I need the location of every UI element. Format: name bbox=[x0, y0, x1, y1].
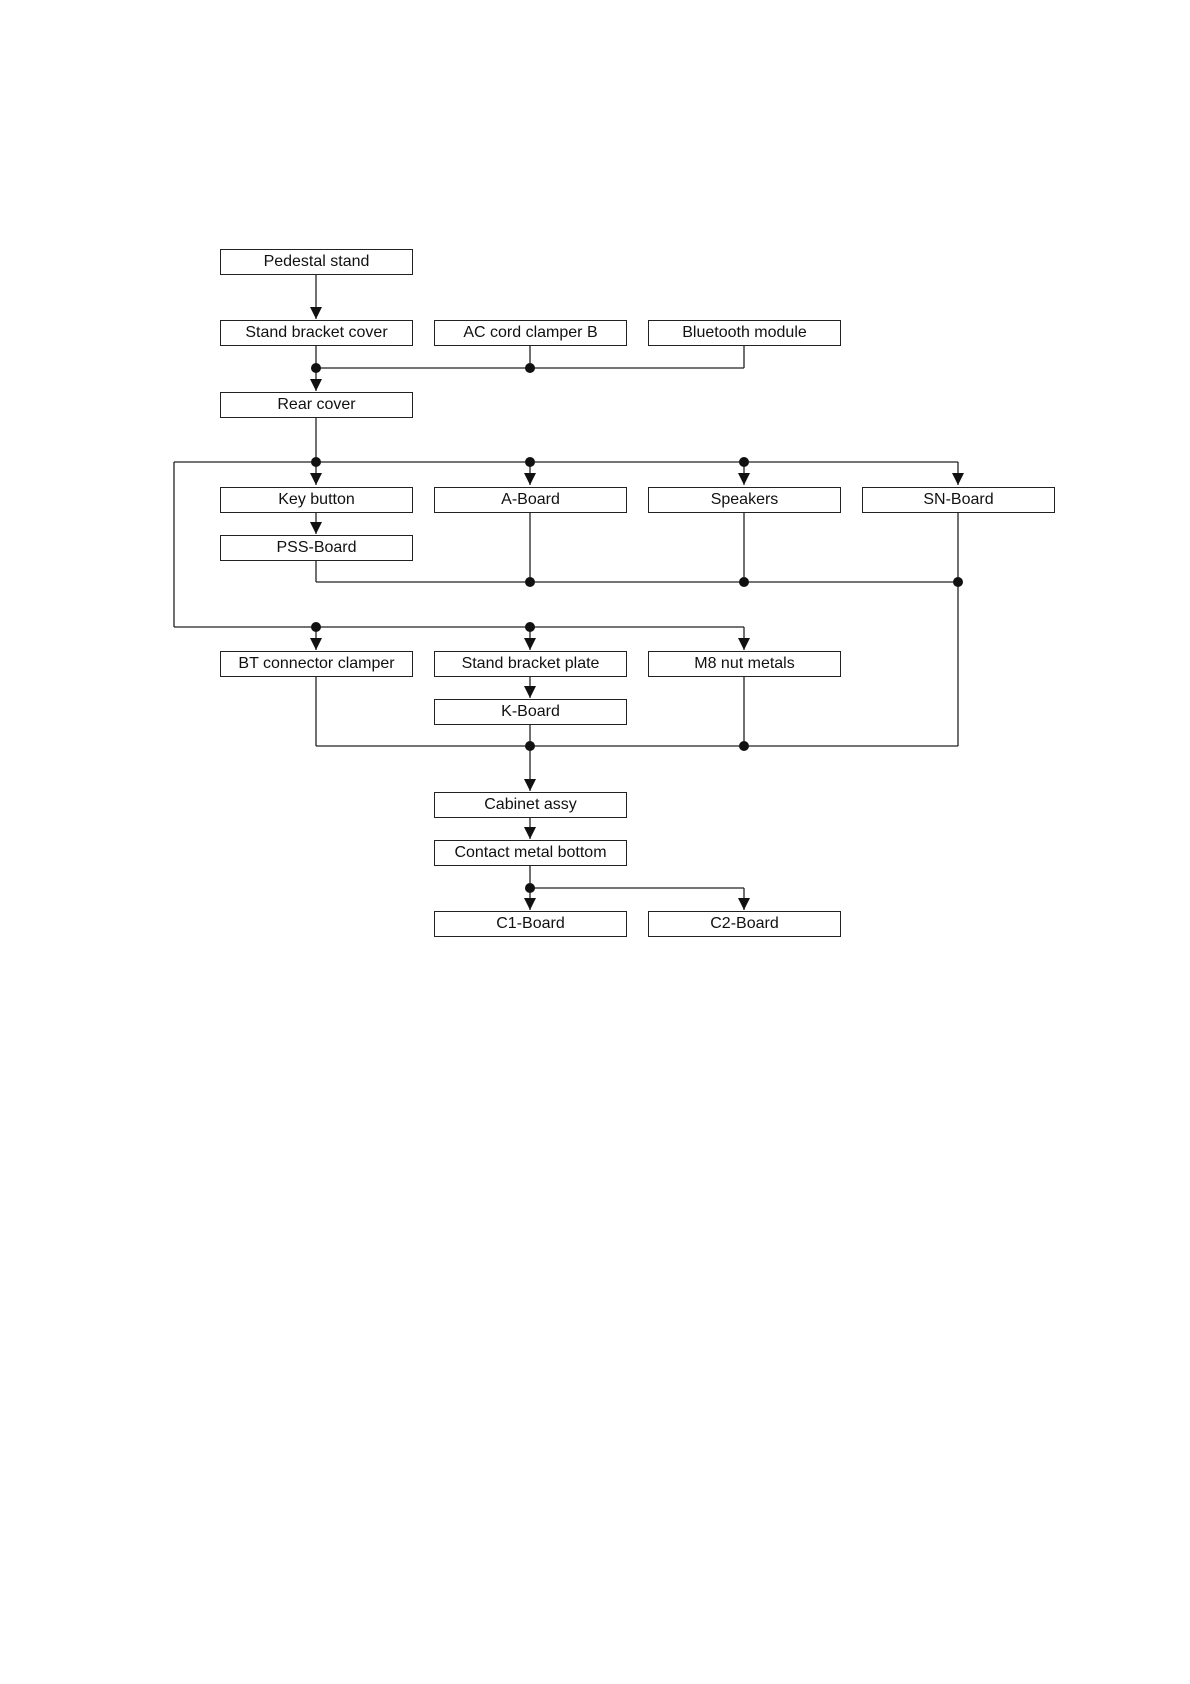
junction-dot bbox=[311, 457, 321, 467]
node-ac-cord-clamper-b: AC cord clamper B bbox=[434, 320, 627, 346]
node-a-board: A-Board bbox=[434, 487, 627, 513]
junction-dot bbox=[525, 363, 535, 373]
junction-dot bbox=[311, 622, 321, 632]
node-cabinet-assy: Cabinet assy bbox=[434, 792, 627, 818]
node-contact-metal-bottom: Contact metal bottom bbox=[434, 840, 627, 866]
junction-dot bbox=[953, 577, 963, 587]
node-stand-bracket-plate: Stand bracket plate bbox=[434, 651, 627, 677]
junction-dot bbox=[739, 457, 749, 467]
node-bluetooth-module: Bluetooth module bbox=[648, 320, 841, 346]
node-c2-board: C2-Board bbox=[648, 911, 841, 937]
node-stand-bracket-cover: Stand bracket cover bbox=[220, 320, 413, 346]
junction-dot bbox=[739, 741, 749, 751]
node-rear-cover: Rear cover bbox=[220, 392, 413, 418]
node-key-button: Key button bbox=[220, 487, 413, 513]
junction-dot bbox=[525, 577, 535, 587]
node-speakers: Speakers bbox=[648, 487, 841, 513]
node-bt-connector-clamper: BT connector clamper bbox=[220, 651, 413, 677]
node-k-board: K-Board bbox=[434, 699, 627, 725]
junction-dot bbox=[525, 457, 535, 467]
node-m8-nut-metals: M8 nut metals bbox=[648, 651, 841, 677]
junction-dot bbox=[739, 577, 749, 587]
node-pedestal-stand: Pedestal stand bbox=[220, 249, 413, 275]
node-c1-board: C1-Board bbox=[434, 911, 627, 937]
junction-dot bbox=[525, 622, 535, 632]
node-sn-board: SN-Board bbox=[862, 487, 1055, 513]
junction-dot bbox=[311, 363, 321, 373]
node-pss-board: PSS-Board bbox=[220, 535, 413, 561]
junction-dot bbox=[525, 883, 535, 893]
junction-dot bbox=[525, 741, 535, 751]
